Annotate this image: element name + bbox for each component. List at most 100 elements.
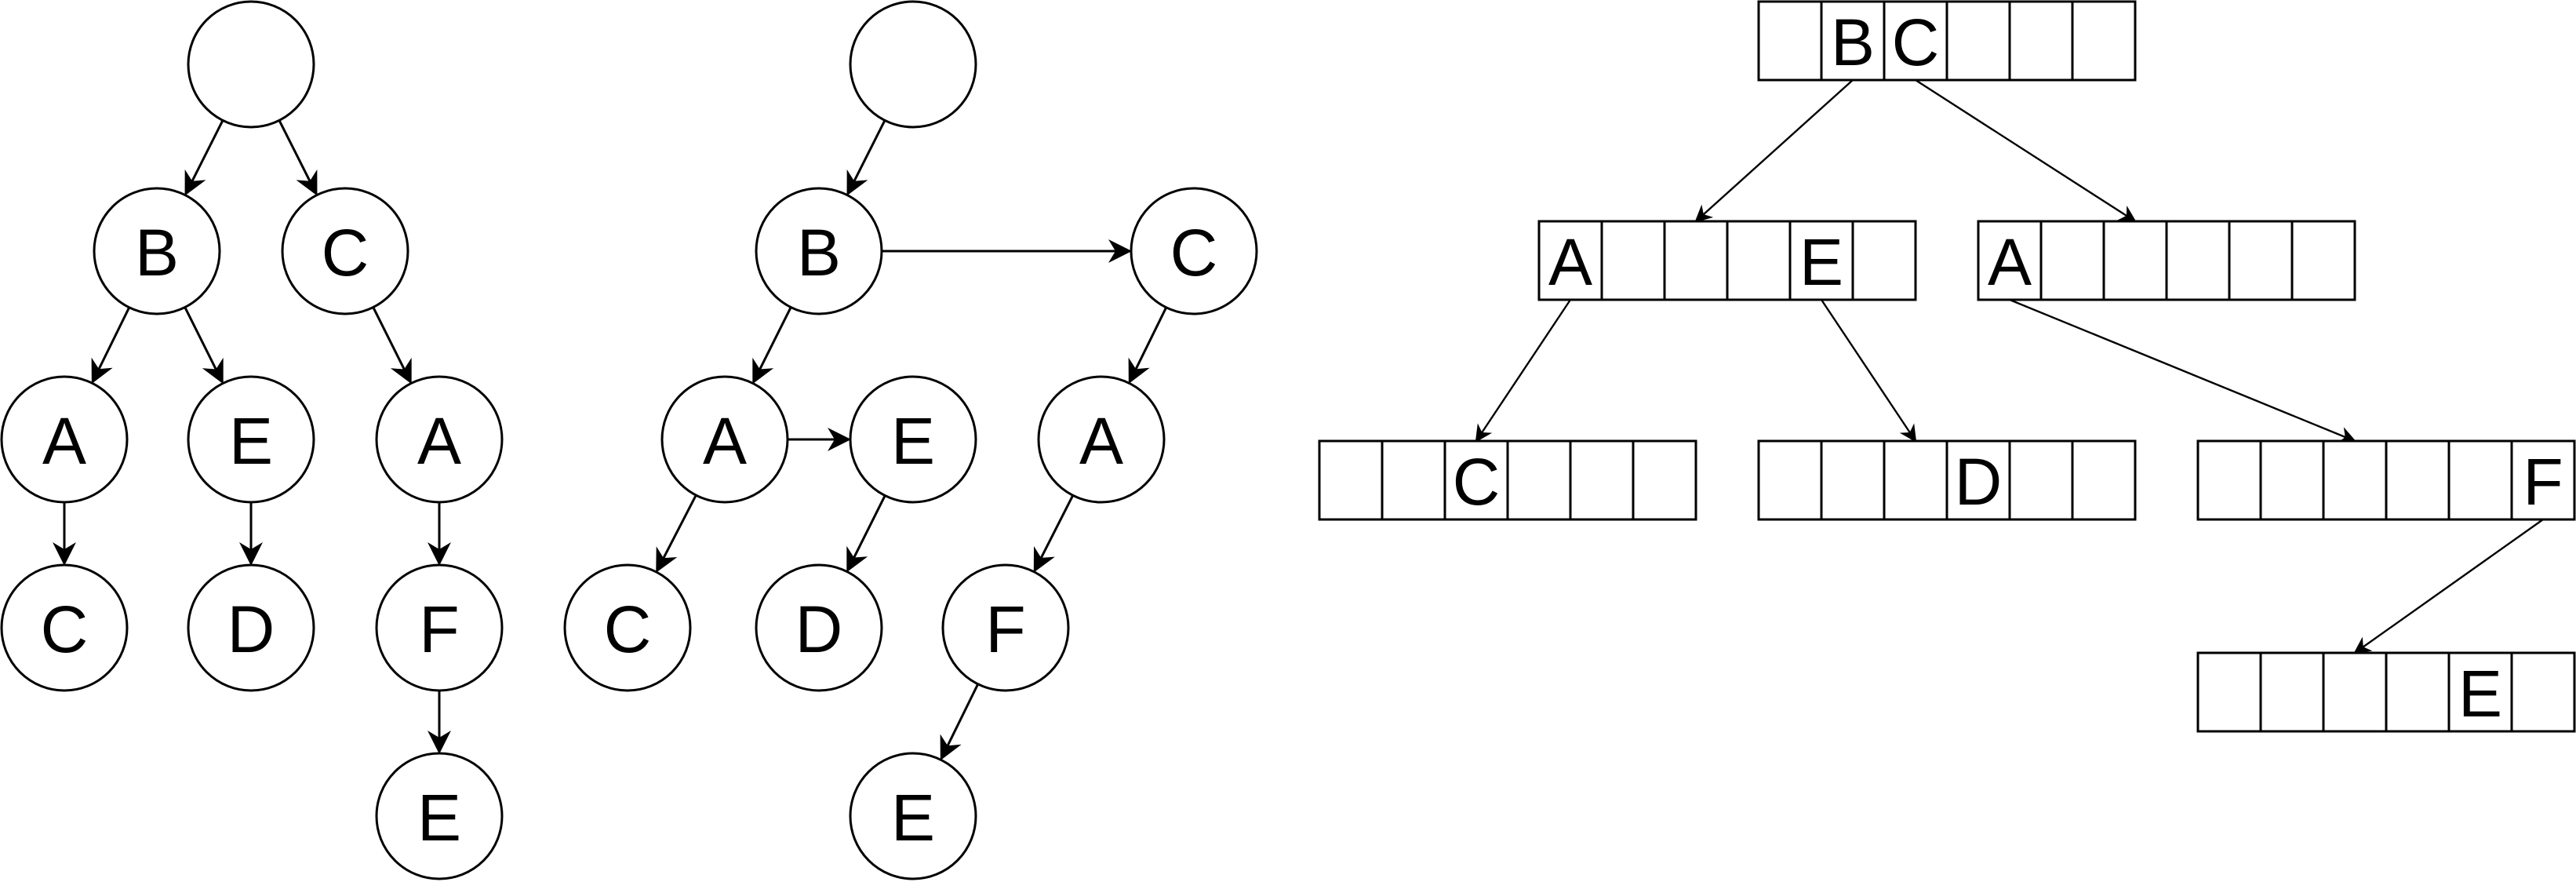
array-cell [2071, 0, 2137, 82]
array-cell [2071, 439, 2137, 521]
node-circle [660, 375, 789, 504]
node-label: B [797, 216, 841, 290]
tree-node-a-c: C [281, 187, 409, 315]
tree-node-a-bed: D [187, 563, 315, 692]
tree-node-a-ca: A [375, 375, 504, 504]
array-cell [1506, 439, 1572, 521]
node-label: C [604, 592, 652, 666]
edge-arrow [846, 119, 886, 196]
tree-node-a-b: B [93, 187, 221, 315]
tree_b-edges [656, 119, 1168, 761]
node-circle [755, 563, 883, 692]
edge-arrow [1128, 307, 1168, 385]
edge-arrow [1821, 299, 1917, 443]
node-circle [187, 375, 315, 504]
node-label: D [227, 592, 275, 666]
tree-node-b-bac: C [563, 563, 692, 692]
edge-arrow [184, 119, 224, 196]
array-cell-label: A [1988, 225, 2032, 299]
array-cell-label: C [1453, 445, 1501, 519]
node-label: C [41, 592, 89, 666]
node-circle [375, 752, 504, 880]
tree-node-b-root [849, 0, 977, 129]
array-node-c-l2: C [1318, 439, 1697, 521]
array-cell [1757, 0, 1823, 82]
tree_a-edges [53, 119, 451, 754]
node-label: F [985, 592, 1025, 666]
array-cell [1820, 439, 1886, 521]
array-cell [2385, 439, 2450, 521]
tree-node-b-ca: A [1037, 375, 1166, 504]
node-circle [187, 563, 315, 692]
array-cell [2447, 651, 2513, 733]
node-label: A [703, 404, 747, 478]
array-cell [2008, 439, 2074, 521]
array-cell [2510, 439, 2576, 521]
array-cell [1663, 220, 1729, 301]
array-cell-label: F [2523, 445, 2563, 519]
array-cell [1318, 439, 1384, 521]
array-node-c-r3: E [2196, 651, 2576, 733]
node-label: C [322, 216, 369, 290]
edge-arrow [91, 307, 131, 385]
node-label: E [417, 781, 461, 855]
node-circle [93, 187, 221, 315]
array-cell [2447, 439, 2513, 521]
array-cell [1977, 220, 2043, 301]
array-cell-label: E [2458, 657, 2502, 731]
node-label: F [419, 592, 459, 666]
array-cell-label: B [1831, 5, 1875, 79]
node-label: E [891, 404, 935, 478]
array-cell [1883, 439, 1948, 521]
array-node-c-r1: A [1977, 220, 2356, 301]
array-cell [2196, 439, 2262, 521]
array-cell [1569, 439, 1635, 521]
array-cell [1851, 220, 1917, 301]
edge-arrow [1915, 78, 2137, 223]
array-cell [2259, 651, 2325, 733]
array-cell [1945, 0, 2011, 82]
array-tree-edges [1475, 78, 2544, 654]
array-cell [2196, 651, 2262, 733]
array-cell [2322, 439, 2388, 521]
array-cell [1945, 439, 2011, 521]
node-circle [849, 752, 977, 880]
edge-arrow [1475, 299, 1571, 443]
node-circle [849, 0, 977, 129]
tree-node-a-bac: C [0, 563, 129, 692]
node-circle [281, 187, 409, 315]
array-node-c-r2: F [2196, 439, 2576, 521]
array-cell-label: E [1799, 225, 1843, 299]
edge-arrow [940, 683, 980, 761]
edge-arrow [2353, 519, 2544, 654]
array-cell [2039, 220, 2105, 301]
array-cell [2008, 0, 2074, 82]
tree-node-a-caf: F [375, 563, 504, 692]
tree-node-a-cafe: E [375, 752, 504, 880]
array-cell [1788, 220, 1854, 301]
array-cell [1600, 220, 1666, 301]
array-cell [1443, 439, 1509, 521]
node-label: E [229, 404, 273, 478]
node-circle [0, 563, 129, 692]
edge-arrow [2009, 298, 2357, 443]
tree-node-b-be: E [849, 375, 977, 504]
tree-node-b-bed: D [755, 563, 883, 692]
array-cell [1632, 439, 1697, 521]
array-node-c-m2: D [1757, 439, 2137, 521]
array-cell [2385, 651, 2450, 733]
node-label: E [891, 781, 935, 855]
edge-arrow [1033, 494, 1075, 573]
array-cell [1381, 439, 1446, 521]
edge-arrow [752, 306, 792, 385]
tree-node-b-ba: A [660, 375, 789, 504]
array-cell-label: C [1892, 5, 1940, 79]
array-cell [2165, 220, 2231, 301]
array-cell [1726, 220, 1792, 301]
node-label: A [1079, 404, 1123, 478]
node-circle [375, 375, 504, 504]
